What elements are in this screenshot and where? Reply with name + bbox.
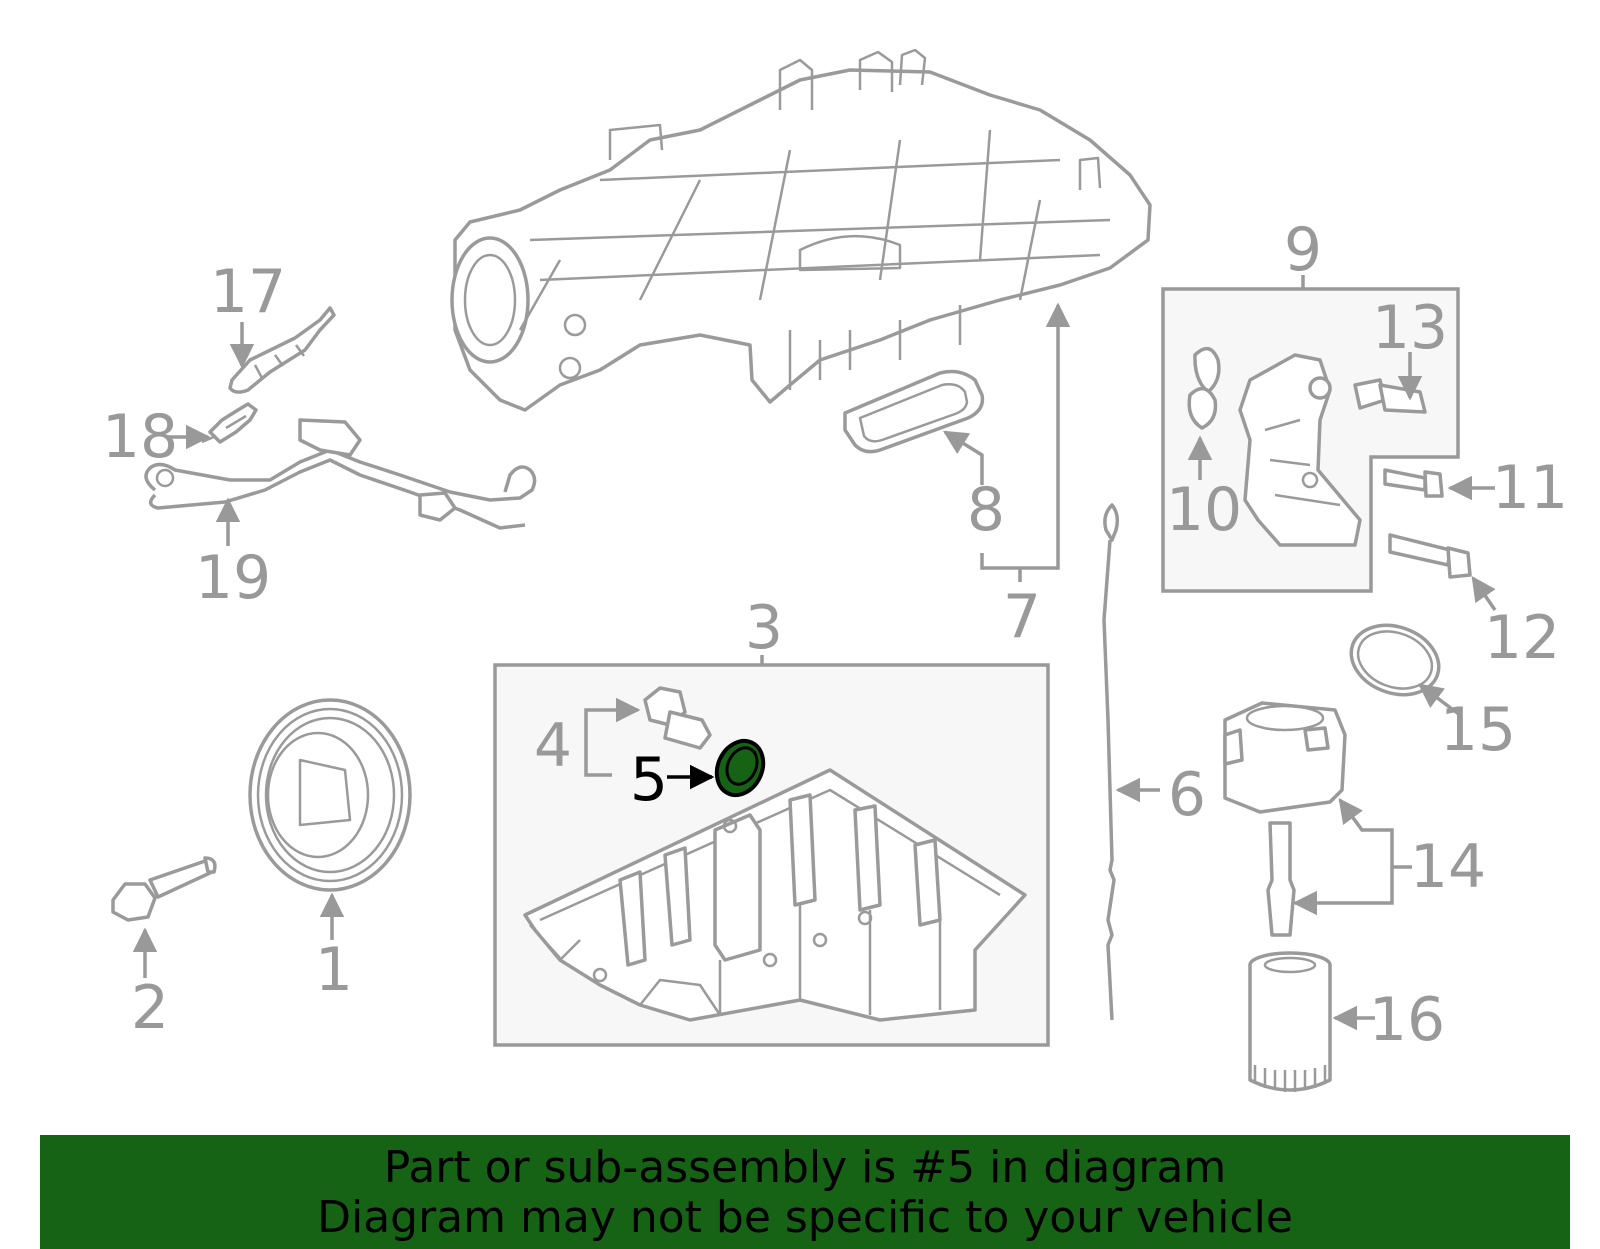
banner-line-1: Part or sub-assembly is #5 in diagram — [383, 1142, 1227, 1193]
callout-18: 18 — [102, 402, 178, 472]
callout-13: 13 — [1372, 293, 1448, 363]
manifold-gasket — [843, 369, 985, 454]
callout-15: 15 — [1440, 695, 1516, 765]
callout-2: 2 — [131, 973, 169, 1043]
adapter-bolt-12 — [1388, 533, 1472, 579]
callout-16: 16 — [1369, 985, 1445, 1055]
callout-10: 10 — [1166, 475, 1242, 545]
info-banner: Part or sub-assembly is #5 in diagram Di… — [40, 1135, 1570, 1249]
callout-11: 11 — [1492, 453, 1568, 523]
callout-9: 9 — [1284, 215, 1322, 285]
callout-4: 4 — [534, 711, 572, 781]
banner-line-2: Diagram may not be specific to your vehi… — [317, 1192, 1293, 1243]
callout-5: 5 — [630, 745, 668, 815]
callout-1: 1 — [315, 935, 353, 1005]
pulley-bolt — [111, 856, 217, 922]
callout-3: 3 — [745, 593, 783, 663]
adapter-bolt-11 — [1383, 468, 1444, 498]
callout-8: 8 — [967, 475, 1005, 545]
oil-pan — [523, 768, 1027, 1022]
callout-19: 19 — [195, 543, 271, 613]
callout-12: 12 — [1484, 603, 1560, 673]
drain-plug-gasket — [714, 738, 766, 798]
crank-pulley — [248, 698, 412, 892]
callout-7: 7 — [1003, 582, 1041, 652]
callout-17: 17 — [210, 257, 286, 327]
oil-filter-adapter — [1187, 346, 1362, 547]
dipstick — [1102, 503, 1120, 1021]
callout-14: 14 — [1410, 832, 1486, 902]
cooler-stud — [1266, 821, 1296, 937]
wiring-harness — [144, 306, 537, 530]
leader-lines — [132, 275, 1497, 1031]
callout-6: 6 — [1168, 760, 1206, 830]
oil-cooler — [1223, 701, 1347, 814]
drain-plug — [643, 686, 712, 750]
intake-manifold — [450, 48, 1152, 412]
oil-filter — [1248, 951, 1332, 1092]
cooler-o-ring — [1349, 623, 1441, 697]
